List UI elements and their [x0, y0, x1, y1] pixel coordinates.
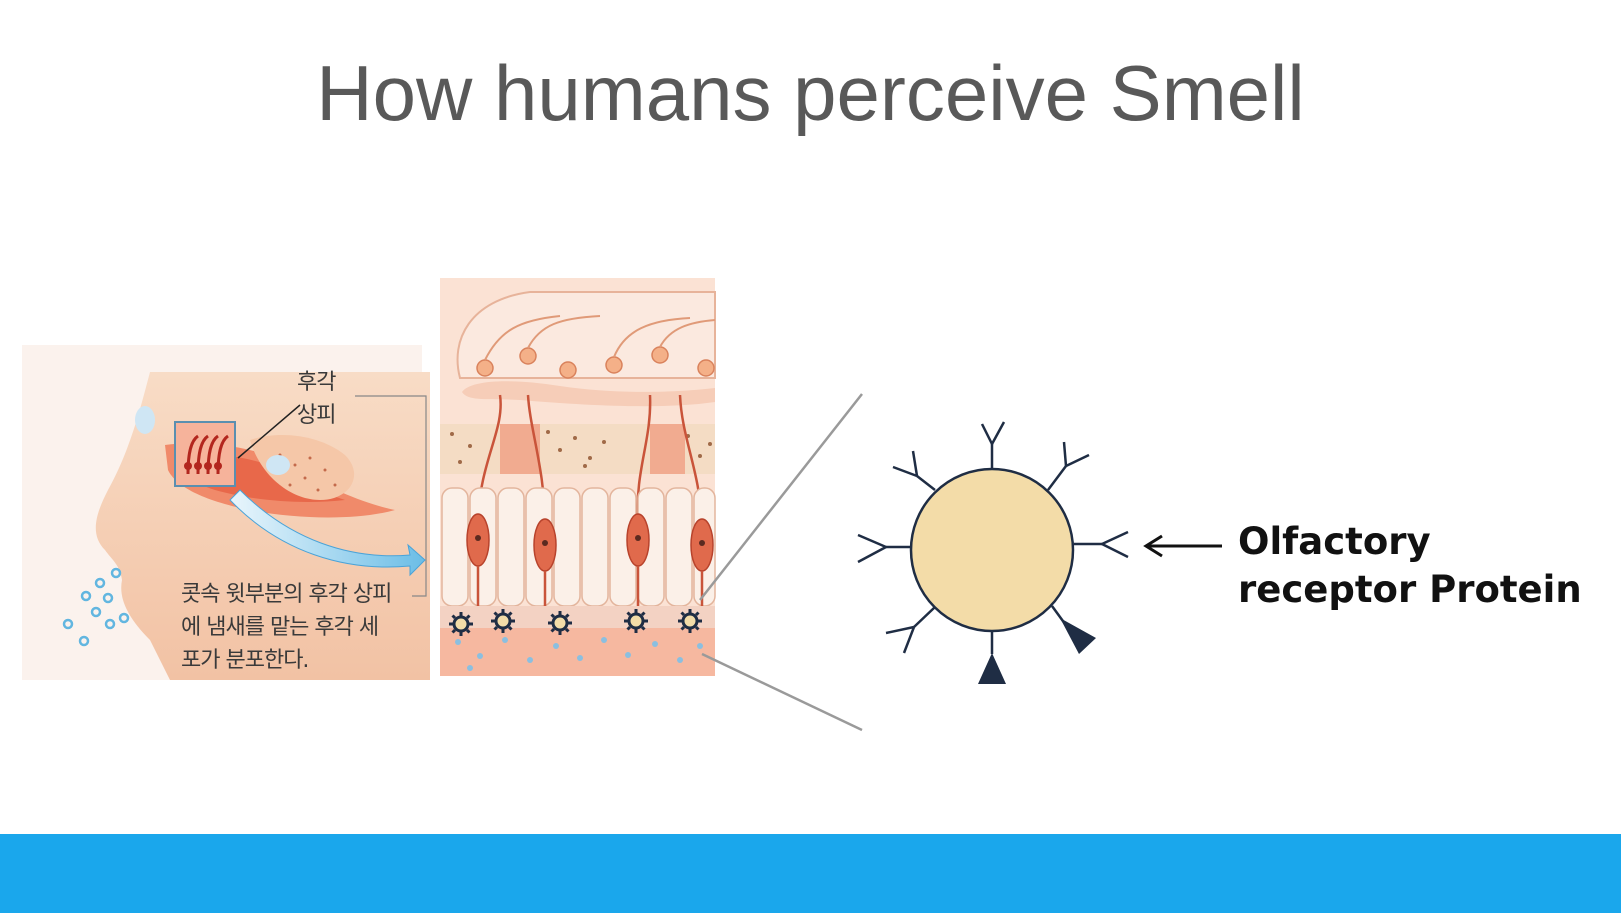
receptor-label: Olfactory receptor Protein: [1238, 518, 1582, 614]
receptor-cell-body: [909, 467, 1075, 633]
bound-odorant-triangle-icon: [978, 653, 1006, 684]
receptor-marker-icon: [548, 611, 572, 635]
olfactory-epithelium-image: [440, 278, 716, 676]
epithelium-label-line: 후각: [297, 370, 336, 395]
receptor-marker-icon: [449, 612, 473, 636]
receptor-pointer-arrow: [1143, 534, 1222, 558]
receptor-marker-icon: [491, 609, 515, 633]
zoom-lines: [699, 393, 863, 732]
olfactory-receptor-cell-diagram: [857, 421, 1129, 654]
receptor-marker-icon: [624, 609, 648, 633]
receptor-label-line: receptor Protein: [1238, 568, 1582, 611]
slide-title: How humans perceive Smell: [316, 49, 1305, 137]
receptor-label-line: Olfactory: [1238, 520, 1431, 563]
nose-caption-line: 콧속 윗부분의 후각 상피: [181, 582, 392, 607]
epithelium-label: 후각 상피: [297, 366, 336, 432]
receptor-marker-icon: [678, 609, 702, 633]
epithelium-label-line: 상피: [297, 403, 336, 428]
nose-caption: 콧속 윗부분의 후각 상피 에 냄새를 맡는 후각 세 포가 분포한다.: [181, 578, 392, 677]
nose-caption-line: 포가 분포한다.: [181, 648, 309, 673]
bound-odorant-triangle-icon: [1060, 618, 1096, 654]
bottom-bar: [0, 834, 1621, 913]
nose-cross-section-image: [22, 345, 430, 680]
nose-caption-line: 에 냄새를 맡는 후각 세: [181, 615, 379, 640]
receptor-marker-icon-row: [449, 609, 702, 636]
